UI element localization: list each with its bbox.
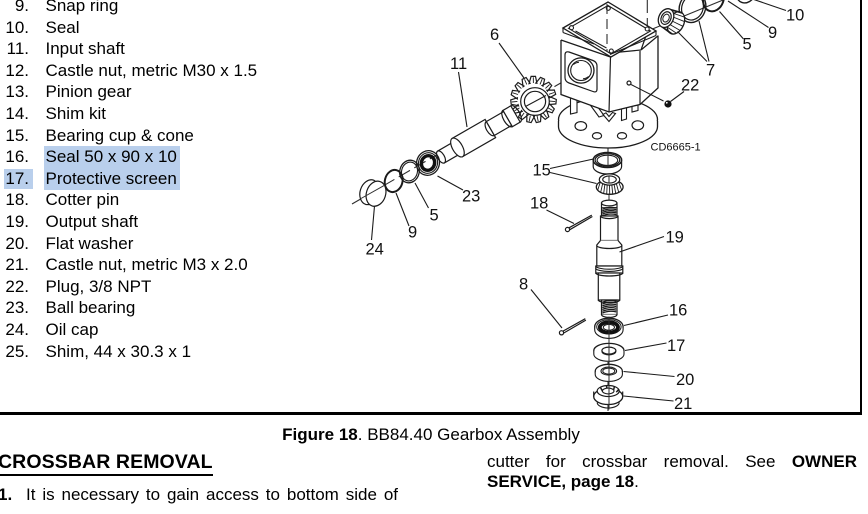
svg-text:24: 24 [366,241,384,259]
svg-text:16: 16 [669,302,687,320]
svg-text:6: 6 [490,26,499,44]
svg-text:7: 7 [706,62,715,80]
svg-text:15: 15 [533,162,551,180]
svg-text:8: 8 [519,276,528,294]
svg-text:17: 17 [667,337,685,355]
svg-text:23: 23 [462,188,480,206]
svg-text:5: 5 [743,36,752,54]
svg-text:20: 20 [676,371,694,389]
svg-text:11: 11 [450,55,467,73]
svg-text:9: 9 [768,24,777,42]
svg-text:10: 10 [786,7,804,25]
svg-text:22: 22 [681,77,699,95]
svg-text:19: 19 [666,229,684,247]
svg-text:5: 5 [430,207,439,225]
svg-text:21: 21 [674,395,692,413]
svg-text:CD6665-1: CD6665-1 [651,142,701,154]
svg-text:18: 18 [530,195,548,213]
svg-text:9: 9 [408,224,417,242]
